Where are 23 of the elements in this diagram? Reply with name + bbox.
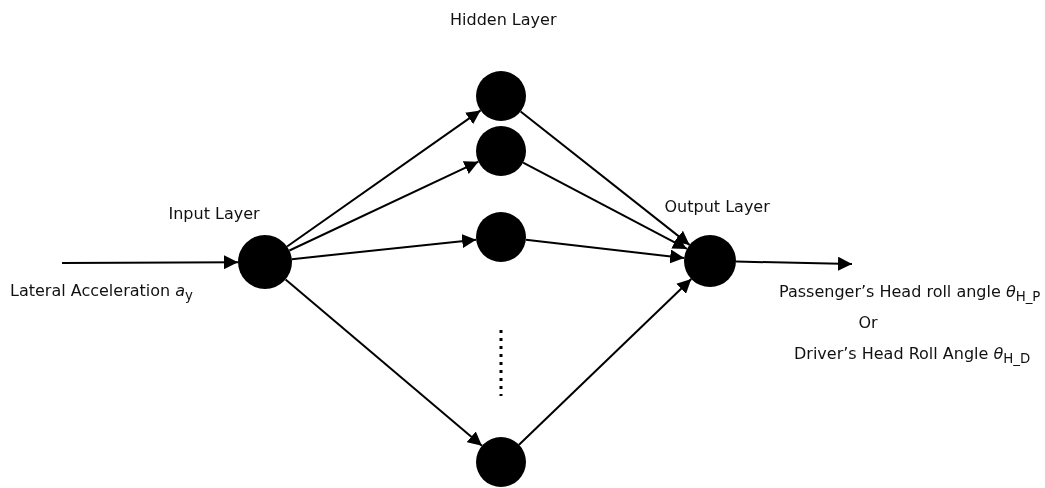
neuron-circle <box>238 235 292 289</box>
arrow <box>735 256 853 271</box>
neuron-circle <box>476 126 526 176</box>
connector-word: Or <box>858 313 878 333</box>
neuron-circle <box>684 235 736 287</box>
output-label: Driver’s Head Roll Angle θ$_{H_D}$ <box>794 344 1031 369</box>
layer-title: Hidden Layer <box>450 10 557 30</box>
arrow <box>284 278 483 447</box>
neuron-circle <box>476 212 526 262</box>
arrow <box>522 161 688 250</box>
arrow <box>61 255 239 270</box>
output-label: Passenger’s Head roll angle θ$_{H_P}$ <box>779 282 1041 307</box>
neuron-circle <box>476 71 526 121</box>
arrow <box>286 109 482 248</box>
neuron-circle <box>476 437 526 487</box>
arrow <box>290 234 478 261</box>
layer-title: Output Layer <box>664 197 770 217</box>
arrow <box>518 278 693 446</box>
layer-title: Input Layer <box>168 204 260 224</box>
input-label: Lateral Acceleration a$_{y}$ <box>10 281 193 306</box>
arrow <box>519 110 691 246</box>
arrow <box>288 160 480 252</box>
arrow <box>524 238 686 264</box>
